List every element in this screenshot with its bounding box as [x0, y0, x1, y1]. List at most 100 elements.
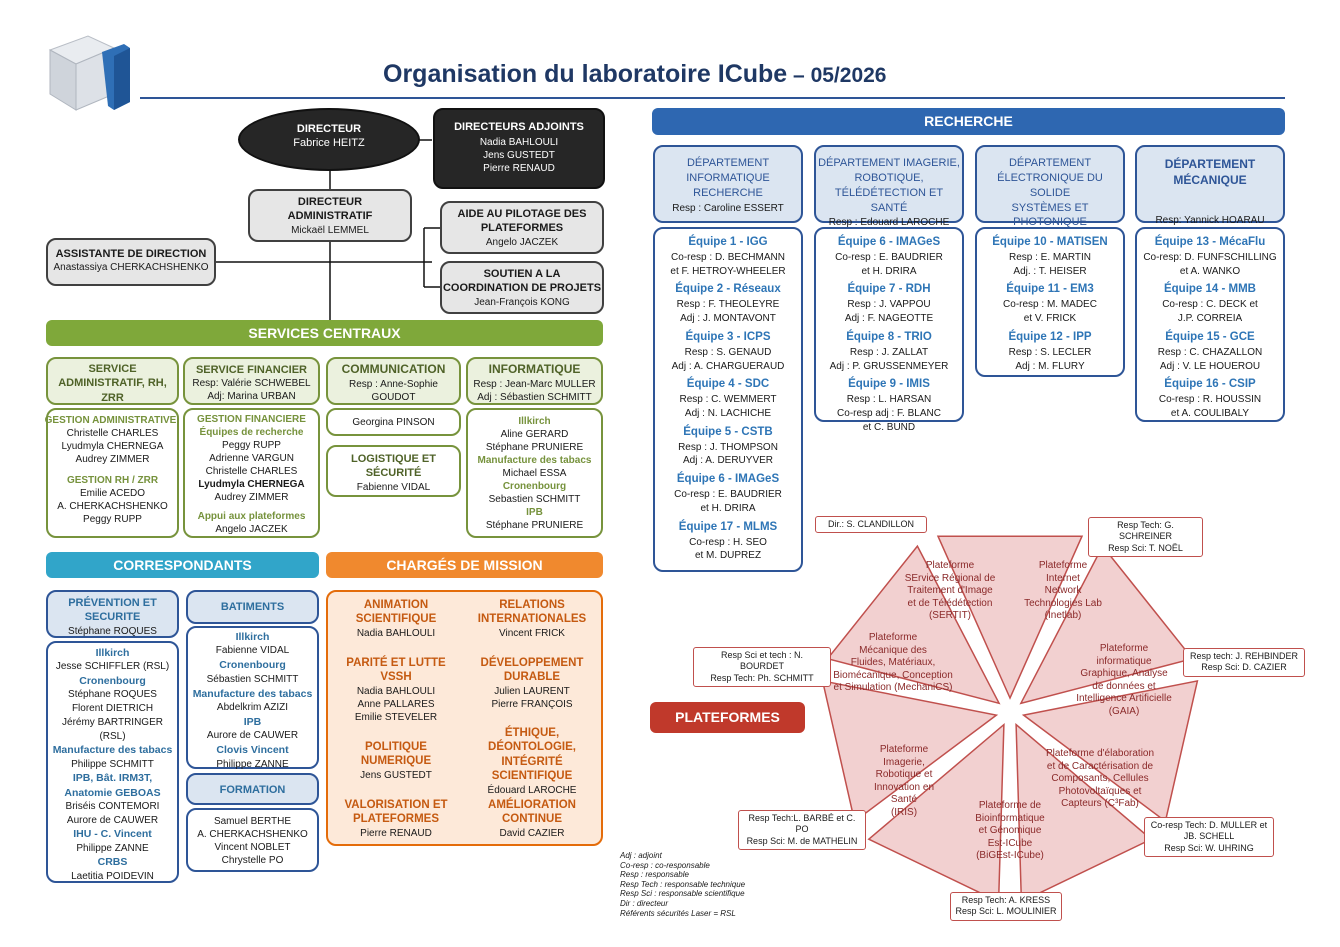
pilotage-title-2: PLATEFORMES: [480, 222, 564, 235]
staff-name: Julien LAURENT: [494, 685, 570, 697]
plateformes-banner: PLATEFORMES: [650, 702, 805, 733]
legend-item: Resp Tech : responsable technique: [620, 879, 746, 889]
mission-title: DÉVELOPPEMENT: [480, 657, 584, 669]
legend-item: Adj : adjoint: [620, 851, 662, 860]
adjoint-name: Pierre RENAUD: [483, 163, 555, 175]
adjoint-name: Nadia BAHLOULI: [479, 137, 559, 149]
title-date: – 05/2026: [787, 64, 887, 87]
equipe-name: Équipe 6 - IMAGeS: [837, 236, 941, 248]
plateforme-resp-line: JB. SCHELL: [1183, 831, 1235, 842]
recherche-banner: RECHERCHE: [652, 108, 1285, 135]
legend-item: Co-resp : co-responsable: [620, 860, 710, 870]
plateforme-line: Photovoltaïques et: [1058, 785, 1142, 797]
dept-line: MÉCANIQUE: [1173, 173, 1247, 188]
logist-h1: LOGISTIQUE ET: [351, 453, 436, 465]
staff-name: Christelle CHARLES: [66, 428, 159, 439]
staff-name: Angelo JACZEK: [215, 524, 288, 535]
plateforme-line: et Simulation (MechaniCS): [833, 682, 953, 693]
staff-name: Briséis CONTEMORI: [65, 801, 160, 812]
service-admin-h2: ADMINISTRATIF, RH,: [58, 377, 167, 390]
staff-name: Pierre RENAUD: [360, 827, 432, 839]
info-resp: Resp : Jean-Marc MULLER: [473, 378, 596, 390]
legend-item: Resp : responsable: [620, 870, 689, 880]
admin-title-1: DIRECTEUR: [297, 196, 363, 208]
plateforme-line: Plateforme: [868, 632, 918, 643]
service-admin-header: SERVICE ADMINISTRATIF, RH, ZRR: [46, 357, 179, 405]
equipe-resp: Adj : V. LE HOUEROU: [1159, 360, 1261, 372]
staff-name: Fabienne VIDAL: [356, 481, 431, 493]
mission-title: PARITÉ ET LUTTE: [346, 657, 446, 669]
equipe-resp: Co-resp : C. DECK et: [1162, 299, 1258, 311]
legend-item: Dir : directeur: [620, 898, 669, 908]
equipe-resp: et H. DRIRA: [700, 502, 756, 514]
staff-name: Vincent FRICK: [499, 627, 565, 639]
charges-mission-banner: CHARGÉS DE MISSION: [326, 552, 603, 578]
equipe-resp: et C. BUND: [862, 421, 916, 433]
directeur-title: DIRECTEUR: [296, 123, 362, 135]
plateforme-line: Plateforme: [1038, 560, 1088, 571]
equipe-resp: Co-resp : H. SEO: [689, 536, 767, 548]
equipe-name: Équipe 11 - EM3: [1006, 283, 1094, 296]
staff-name: Georgina PINSON: [352, 417, 435, 428]
staff-name: Lyudmyla CHERNEGA: [198, 479, 305, 490]
legend-item: Resp Sci : responsable scientifique: [620, 889, 745, 899]
directeur-name: Fabrice HEITZ: [293, 137, 365, 150]
assistante-title: ASSISTANTE DE DIRECTION: [55, 248, 207, 260]
equipe-resp: Adj : F. NAGEOTTE: [844, 313, 934, 325]
mission-title: SCIENTIFIQUE: [355, 613, 437, 626]
plateforme-resp-line: Resp Sci: M. de MATHELIN: [746, 835, 858, 846]
informatique-body: Illkirch Aline GERARD Stéphane PRUNIERE …: [466, 408, 603, 538]
dept-line: ROBOTIQUE,: [854, 171, 924, 184]
pilotage-name: Angelo JACZEK: [485, 236, 559, 248]
plateforme-line: SErvice Régional de: [904, 572, 996, 584]
staff-name: Peggy RUPP: [222, 440, 281, 451]
plateforme-line: (BiGEst-ICube): [976, 850, 1044, 861]
prev-h2: SECURITE: [84, 611, 141, 624]
plateforme-line: Plateforme: [879, 744, 929, 755]
equipe-name: Équipe 7 - RDH: [847, 283, 931, 296]
equipe-resp: Resp : J. THOMPSON: [678, 441, 778, 453]
staff-name: Emilie ACEDO: [79, 488, 145, 499]
plateforme-line: Plateforme: [1099, 643, 1149, 654]
site-title: Anatomie GEBOAS: [64, 786, 161, 799]
soutien-title-2: COORDINATION DE PROJETS: [442, 282, 602, 295]
gestion-admin-title: GESTION ADMINISTRATIVE: [44, 415, 177, 426]
staff-name: A. CHERKACHSHENKO: [197, 829, 308, 840]
prevention-header: PRÉVENTION ET SECURITE Stéphane ROQUES: [46, 590, 179, 638]
bat-h1: BATIMENTS: [220, 601, 285, 613]
finance-resp: Resp: Valérie SCHWEBEL: [192, 378, 311, 390]
staff-name: Sebastien SCHMITT: [488, 494, 581, 505]
equipe-name: Équipe 1 - IGG: [688, 236, 768, 248]
prev-h1: PRÉVENTION ET: [68, 597, 157, 609]
admin-title-2: ADMINISTRATIF: [287, 210, 373, 223]
equipe-name: Équipe 5 - CSTB: [683, 425, 773, 438]
staff-name: Samuel BERTHE: [213, 816, 292, 827]
site-title: Illkirch: [235, 631, 270, 643]
staff-name: Audrey ZIMMER: [75, 454, 150, 465]
site-title: Illkirch: [95, 647, 130, 659]
equipe-name: Équipe 16 - CSIP: [1164, 378, 1256, 391]
staff-name: Pierre FRANÇOIS: [491, 698, 573, 710]
plateforme-line: informatique: [1096, 655, 1152, 667]
equipe-resp: Resp : S. LECLER: [1008, 346, 1092, 358]
staff-name: Aline GERARD: [500, 429, 569, 440]
equipes-recherche-title: Équipes de recherche: [199, 427, 304, 438]
plateforme-segment: [826, 544, 1001, 705]
plateforme-resp-line: Co-resp Tech: D. MULLER et: [1150, 820, 1268, 830]
equipe-resp: et V. FRICK: [1023, 313, 1077, 325]
finance-adj: Adj: Marina URBAN: [207, 391, 296, 403]
plateforme-segment: [867, 722, 1005, 903]
directeur-box: DIRECTEUR Fabrice HEITZ: [238, 108, 420, 171]
staff-name: Stéphane ROQUES: [68, 689, 157, 701]
equipe-name: Équipe 10 - MATISEN: [992, 236, 1108, 248]
equipe-resp: Resp : L. HARSAN: [846, 394, 932, 406]
staff-name: Sébastien SCHMITT: [206, 673, 299, 685]
staff-name: Aurore de CAUWER: [66, 814, 159, 826]
